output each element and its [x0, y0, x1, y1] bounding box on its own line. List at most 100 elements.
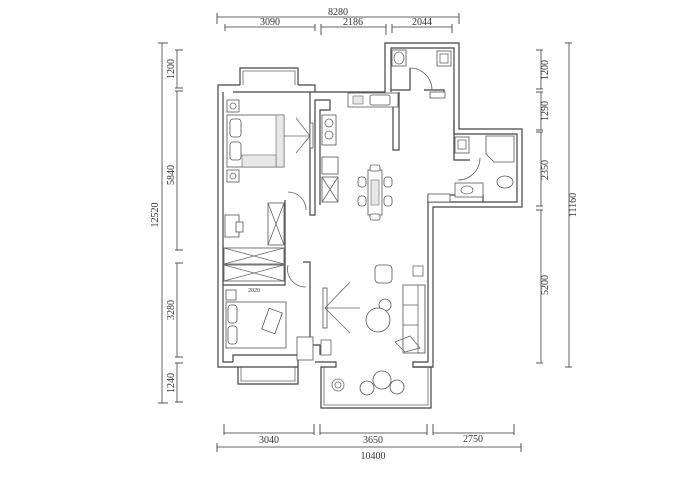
bathroom-1 — [391, 49, 452, 99]
door-swing-bathroom2 — [457, 157, 481, 181]
dining-chair — [369, 213, 381, 221]
dining-chair — [383, 195, 393, 207]
wall-bedroom-divider — [223, 200, 286, 286]
top-dimensions: 8280 3090 2186 2044 — [216, 7, 460, 35]
fridge — [321, 156, 339, 175]
sink-icon — [369, 94, 391, 106]
door-swing-bathroom1 — [409, 67, 433, 91]
balcony-table — [372, 370, 392, 390]
lamp-icon — [229, 102, 237, 110]
balcony-chair — [389, 379, 405, 395]
door-swing-bedroom1 — [287, 191, 307, 211]
side-table — [412, 265, 424, 277]
bed-1-bench — [275, 114, 285, 168]
living-room — [320, 264, 426, 356]
bedroom-2 — [225, 289, 314, 361]
balcony-bottom-left-inner — [240, 367, 296, 382]
kitchen-counter-wall — [392, 92, 400, 151]
dim-left-3: 3280 — [166, 300, 177, 320]
wall-left-outer — [217, 84, 240, 368]
right-dimensions: 1200 1290 2350 5200 11160 — [536, 42, 579, 368]
bathroom-2 — [427, 135, 515, 203]
wardrobes: 2020 — [223, 247, 285, 294]
wardrobe-width-label: 2020 — [248, 288, 260, 294]
dim-right-2: 1290 — [540, 101, 551, 121]
tv-bedroom-1 — [309, 122, 314, 149]
nightstand — [226, 99, 240, 113]
armchair — [374, 264, 393, 284]
balcony-chair — [359, 380, 375, 396]
plant-icon — [331, 378, 345, 392]
balcony-top — [239, 67, 299, 85]
sofa-back — [417, 284, 426, 354]
cabinet — [296, 336, 314, 361]
pillow — [227, 325, 238, 345]
balcony-top-inner — [242, 70, 296, 85]
dining-chair — [357, 195, 367, 207]
lamp-icon — [229, 172, 237, 180]
pillow — [227, 304, 238, 324]
washing-machine — [436, 50, 452, 67]
bed-2-tray — [261, 307, 283, 335]
cabinet — [429, 91, 446, 99]
dining-chair — [357, 176, 367, 188]
washing-machine-door — [439, 53, 449, 64]
left-dimensions: 12520 1200 5840 3280 1240 — [150, 42, 183, 404]
dim-bottom-3: 2750 — [463, 434, 483, 445]
dining-chair — [369, 164, 381, 172]
cabinet — [320, 339, 332, 356]
balcony-living — [315, 361, 432, 409]
tv-view-lines — [324, 281, 351, 334]
tv-view-lines — [295, 117, 311, 154]
dim-left-2: 5840 — [166, 165, 177, 185]
doors — [287, 67, 481, 288]
dim-right-4: 5200 — [540, 275, 551, 295]
wall-outer-right — [298, 42, 523, 368]
dim-left-total: 12520 — [150, 203, 161, 228]
wardrobe-cross — [223, 264, 285, 282]
bottom-dimensions: 3040 3650 2750 10400 — [216, 424, 522, 462]
cabinet — [427, 193, 451, 203]
nightstand — [225, 289, 237, 301]
basin-icon — [393, 51, 405, 65]
dim-top-3: 2044 — [412, 17, 432, 28]
pillow — [229, 141, 242, 161]
dining-chair — [383, 176, 393, 188]
burner-icon — [324, 118, 334, 128]
dim-bottom-1: 3040 — [259, 435, 279, 446]
toilet — [496, 175, 514, 189]
balcony-living-inner — [323, 367, 429, 406]
coffee-table — [365, 307, 391, 333]
balcony-bottom-left — [237, 367, 299, 385]
dim-left-4: 1240 — [166, 373, 177, 393]
hood-icon — [352, 95, 364, 105]
dim-right-3: 2350 — [540, 160, 551, 180]
kitchen — [321, 92, 399, 203]
vanity — [454, 182, 484, 198]
dim-right-1: 1200 — [540, 60, 551, 80]
wall-left-inner — [222, 92, 233, 363]
dim-right-total: 11160 — [568, 193, 579, 217]
wall-kitchen-left — [309, 92, 331, 216]
burner-icon — [324, 130, 334, 140]
pillow — [229, 118, 242, 138]
throw-blanket — [394, 335, 421, 353]
bedroom-1 — [224, 99, 314, 246]
basin-icon — [457, 139, 467, 150]
dim-top-1: 3090 — [260, 17, 280, 28]
basin-icon — [460, 185, 474, 195]
cabinet-cross — [321, 176, 339, 203]
washbasin — [454, 136, 470, 154]
stove-counter — [321, 114, 337, 146]
dim-bottom-2: 3650 — [363, 435, 383, 446]
wardrobe-cross — [267, 202, 285, 246]
dim-top-2: 2186 — [343, 17, 363, 28]
bed-1-rug — [241, 154, 277, 168]
door-swing-bedroom2 — [287, 264, 307, 288]
sofa — [402, 284, 426, 354]
nightstand — [226, 169, 240, 183]
dim-bottom-total: 10400 — [361, 451, 386, 462]
dim-left-1: 1200 — [166, 59, 177, 79]
